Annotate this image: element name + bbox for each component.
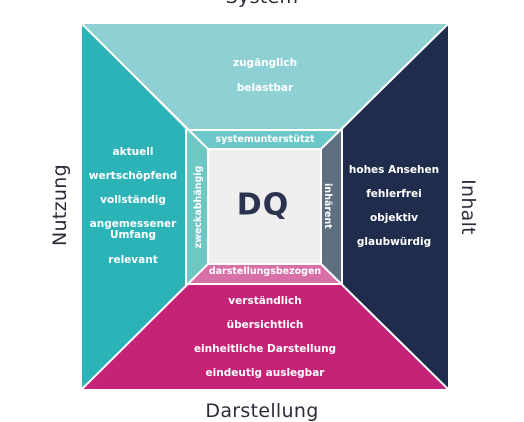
frame-bottom-darstellungsbezogen (186, 264, 342, 284)
item-left-2: vollständig (100, 194, 166, 206)
item-right-3: glaubwürdig (356, 236, 432, 248)
frame-label-inhaerent: inhärent (322, 183, 333, 229)
item-right-0: hohes Ansehen (348, 164, 440, 176)
separator-lines (81, 23, 449, 390)
frame-label-darstellungsbezogen: darstellungsbezogen (208, 266, 322, 277)
region-left-nutzung (82, 24, 186, 389)
item-left-0: aktuell (112, 146, 154, 158)
item-left-1: wertschöpfend (88, 170, 178, 182)
item-top-1: belastbar (236, 82, 294, 94)
frame-label-zweckabhaengig: zweckabhängig (193, 165, 204, 249)
item-right-2: objektiv (370, 212, 418, 224)
side-label-nutzung: Nutzung (49, 164, 71, 246)
item-left-3: angemessener (89, 218, 177, 230)
center-box (208, 149, 321, 264)
center-label-dq: DQ (236, 187, 290, 223)
region-right-inhalt (342, 24, 448, 389)
region-bottom-darstellung (82, 284, 448, 389)
side-label-darstellung: Darstellung (205, 400, 319, 422)
frame-right-inhaerent (321, 130, 342, 284)
side-label-system: System (226, 0, 299, 8)
frame-top-systemunterstuetzt (186, 130, 342, 149)
item-bottom-2: einheitliche Darstellung (193, 343, 337, 355)
item-left-5: relevant (108, 254, 158, 266)
item-right-1: fehlerfrei (366, 188, 422, 200)
item-bottom-3: eindeutig auslegbar (205, 367, 325, 379)
frame-label-systemunterstuetzt: systemunterstützt (215, 134, 315, 145)
item-left-4: Umfang (109, 229, 157, 241)
region-top-system (82, 24, 448, 130)
side-label-inhalt: Inhalt (457, 179, 479, 235)
frame-left-zweckabhaengig (186, 130, 208, 284)
item-bottom-1: übersichtlich (226, 319, 304, 331)
item-bottom-0: verständlich (228, 295, 302, 307)
item-top-0: zugänglich (232, 57, 298, 69)
